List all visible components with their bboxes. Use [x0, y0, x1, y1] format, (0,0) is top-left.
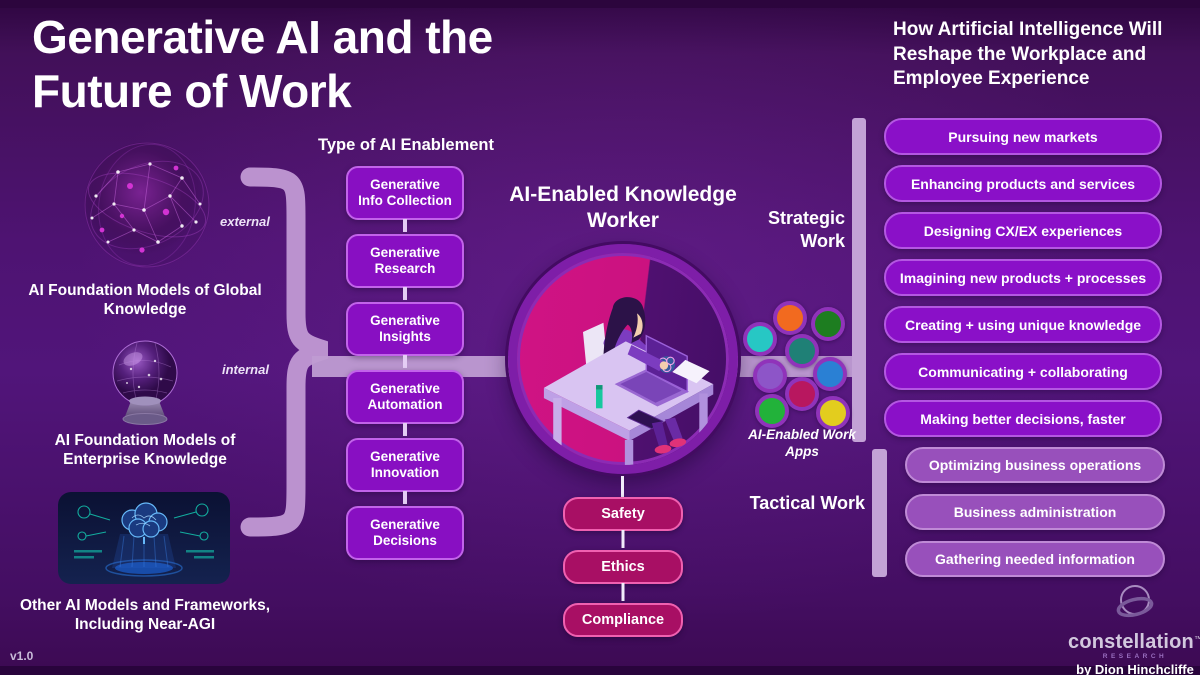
knowledge-worker-illustration [508, 244, 738, 474]
work-app-dot-blue [813, 357, 847, 391]
tactical-item-optimizing-operations: Optimizing business operations [905, 447, 1165, 483]
work-app-dot-cyan [743, 322, 777, 356]
enablement-heading: Type of AI Enablement [317, 136, 495, 154]
external-tag: external [220, 214, 270, 229]
crystal-globe-icon [112, 340, 178, 425]
work-apps-cluster [743, 301, 857, 430]
pill-generative-info-collection: Generative Info Collection [346, 166, 464, 220]
constellation-logo: constellation™ RESEARCH by Dion Hinchcli… [1065, 582, 1200, 675]
work-app-dot-purple [753, 359, 787, 393]
tactical-item-gathering-information: Gathering needed information [905, 541, 1165, 577]
strategic-item-creating-knowledge: Creating + using unique knowledge [884, 306, 1162, 343]
top-border-strip [0, 0, 1200, 8]
tactical-bar [872, 449, 887, 577]
enterprise-knowledge-globe-image [103, 335, 187, 429]
pill-generative-automation: Generative Automation [346, 370, 464, 424]
author-byline: by Dion Hinchcliffe [1076, 662, 1194, 675]
work-app-dot-yellow [816, 396, 850, 430]
pill-compliance: Compliance [563, 603, 683, 637]
work-apps-label: AI-Enabled Work Apps [748, 427, 856, 459]
pill-generative-innovation: Generative Innovation [346, 438, 464, 492]
work-app-dot-orange [773, 301, 807, 335]
work-app-dot-darkgreen [811, 307, 845, 341]
network-sphere-icon [84, 142, 210, 268]
pill-safety: Safety [563, 497, 683, 531]
worker-to-governance-line [621, 476, 624, 497]
work-app-dot-crimson [785, 377, 819, 411]
pill-generative-decisions: Generative Decisions [346, 506, 464, 560]
logo-trademark: ™ [1193, 634, 1200, 644]
strategic-item-designing-cx-ex: Designing CX/EX experiences [884, 212, 1162, 249]
tactical-work-list: Optimizing business operations Business … [905, 447, 1165, 577]
hologram-brain-icon [58, 492, 230, 584]
enablement-stack: Generative Info Collection Generative Re… [346, 166, 464, 560]
worker-at-desk-icon [543, 297, 714, 465]
enterprise-knowledge-label: AI Foundation Models of Enterprise Knowl… [54, 432, 236, 469]
strategic-item-communicating: Communicating + collaborating [884, 353, 1162, 390]
work-app-dot-green [755, 394, 789, 428]
page-title: Generative AI and the Future of Work [32, 11, 493, 118]
tactical-work-label: Tactical Work [749, 493, 865, 513]
strategic-item-imagining-products: Imagining new products + processes [884, 259, 1162, 296]
work-app-dot-teal [785, 334, 819, 368]
strategic-work-label: Strategic Work [767, 208, 845, 252]
strategic-work-list: Pursuing new markets Enhancing products … [884, 118, 1162, 437]
bottom-border-strip [0, 666, 1200, 675]
tactical-item-business-administration: Business administration [905, 494, 1165, 530]
strategic-bar [852, 118, 866, 442]
curly-brace-connector [238, 166, 334, 543]
version-label: v1.0 [10, 649, 34, 663]
pill-ethics: Ethics [563, 550, 683, 584]
knowledge-worker-heading: AI-Enabled Knowledge Worker [509, 183, 737, 233]
near-agi-brain-image [58, 492, 230, 584]
near-agi-label: Other AI Models and Frameworks, Includin… [19, 597, 271, 634]
pill-generative-insights: Generative Insights [346, 302, 464, 356]
page-subtitle: How Artificial Intelligence Will Reshape… [893, 19, 1163, 90]
constellation-sphere-icon [1116, 585, 1154, 618]
governance-stack: Safety Ethics Compliance [563, 497, 683, 637]
strategic-item-enhancing-products: Enhancing products and services [884, 165, 1162, 202]
logo-research-label: RESEARCH [1102, 653, 1168, 660]
strategic-item-pursuing-new-markets: Pursuing new markets [884, 118, 1162, 155]
global-knowledge-label: AI Foundation Models of Global Knowledge [28, 282, 262, 319]
logo-name: constellation [1068, 631, 1194, 653]
pill-generative-research: Generative Research [346, 234, 464, 288]
global-knowledge-sphere-image [78, 138, 216, 274]
internal-tag: internal [222, 362, 269, 377]
strategic-item-better-decisions: Making better decisions, faster [884, 400, 1162, 437]
